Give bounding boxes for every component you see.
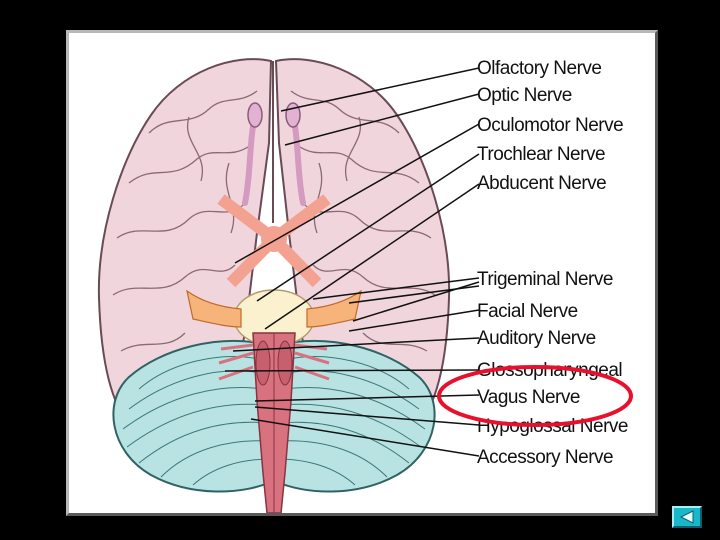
label-olfactory-nerve: Olfactory Nerve — [477, 58, 601, 79]
cranial-nerves-diagram: Olfactory Nerve Optic Nerve Oculomotor N… — [97, 58, 633, 513]
back-arrow-icon — [679, 510, 694, 524]
label-oculomotor-nerve: Oculomotor Nerve — [477, 115, 623, 136]
label-trochlear-nerve: Trochlear Nerve — [477, 144, 605, 165]
nerve-rootlets — [218, 343, 330, 381]
cerebellum — [112, 339, 436, 493]
label-auditory-nerve: Auditory Nerve — [477, 328, 596, 349]
diagram-panel: Olfactory Nerve Optic Nerve Oculomotor N… — [66, 30, 658, 516]
trigeminal-nerves — [186, 289, 362, 328]
label-trigeminal-nerve: Trigeminal Nerve — [477, 269, 613, 290]
vagus-highlight-ellipse — [437, 365, 633, 427]
optic-chiasm — [217, 194, 331, 288]
nerve-labels: Olfactory Nerve Optic Nerve Oculomotor N… — [477, 58, 628, 468]
label-abducent-nerve: Abducent Nerve — [477, 173, 606, 194]
label-vagus-nerve: Vagus Nerve — [477, 387, 580, 408]
back-nav-button[interactable] — [672, 506, 702, 528]
label-glossopharyngeal: Glossopharyngeal — [477, 360, 622, 381]
label-facial-nerve: Facial Nerve — [477, 301, 578, 322]
label-optic-nerve: Optic Nerve — [477, 85, 572, 106]
label-accessory-nerve: Accessory Nerve — [477, 447, 613, 468]
leader-lines — [224, 67, 480, 457]
